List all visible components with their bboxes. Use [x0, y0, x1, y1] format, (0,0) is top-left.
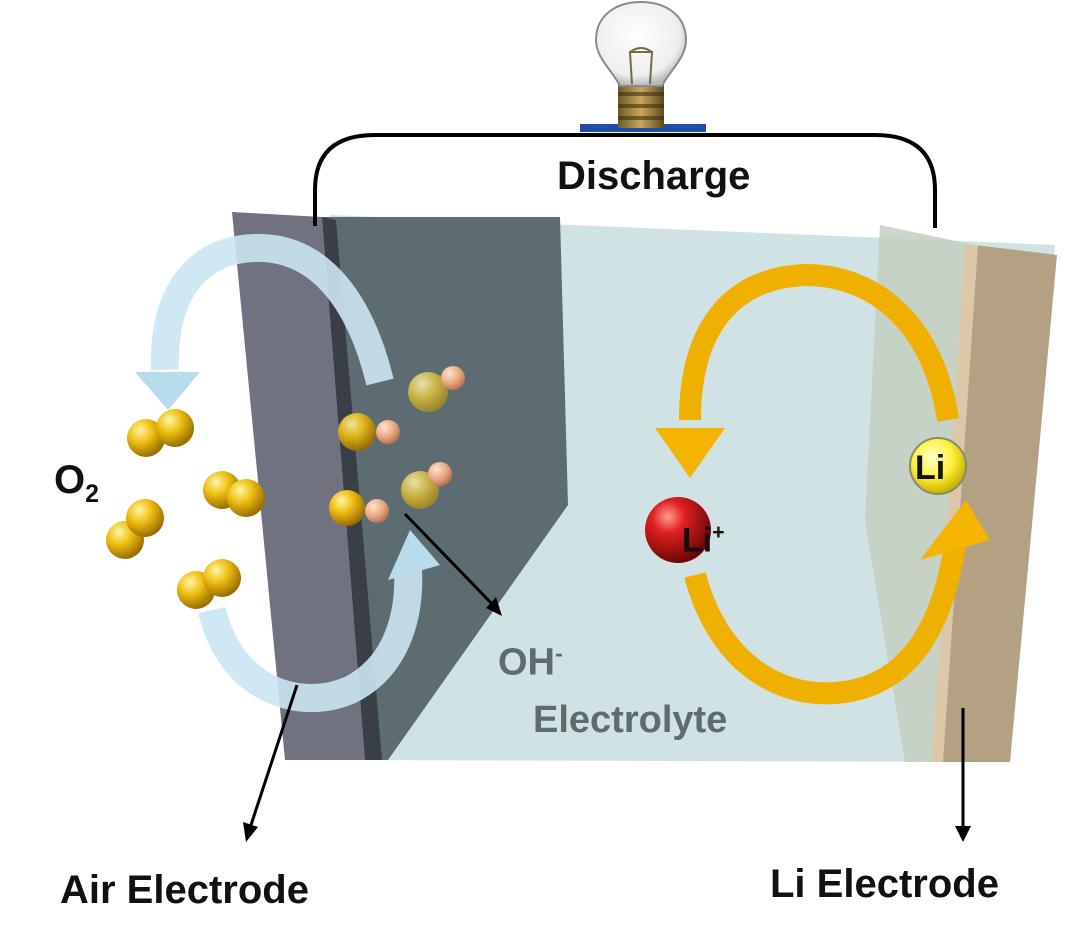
li-electrode-pointer-head [955, 826, 971, 842]
hydroxide-label-superscript: - [555, 640, 563, 666]
lithium-cycle-arrowhead-top [655, 428, 725, 478]
hydroxide-pointer-head [486, 597, 502, 616]
hydroxide-molecule [338, 413, 400, 451]
oxygen-cycle-arrow-top [150, 233, 394, 386]
oxygen-molecule [106, 499, 164, 559]
hydroxide-label-text: OH [498, 641, 555, 684]
li-electrode-label: Li Electrode [770, 862, 999, 906]
air-electrode-label: Air Electrode [60, 868, 309, 912]
air-electrode-edge [322, 217, 382, 760]
lithium-cycle-arrow-top [679, 263, 959, 422]
lithium-ion-label: Li+ [682, 522, 725, 557]
oxygen-cycle-arrowhead-bottom [388, 530, 440, 580]
lithium-cycle-arrowhead-bottom [920, 500, 990, 560]
oxygen-label: O2 [54, 460, 99, 508]
hydroxide-pointer-line [403, 512, 496, 608]
electrolyte-label: Electrolyte [533, 699, 728, 741]
air-electrode-pointer-line [248, 684, 299, 829]
air-electrode [232, 212, 365, 760]
hydroxide-molecule [401, 462, 452, 509]
oxygen-label-subscript: 2 [85, 481, 99, 508]
hydroxide-molecule [408, 366, 465, 412]
oxygen-cycle-arrowhead-top [135, 372, 200, 410]
lithium-atom-label: Li [915, 449, 946, 487]
oxygen-label-text: O [54, 458, 86, 502]
lithium-cycle-arrow-bottom [684, 543, 966, 705]
hydroxide-molecule [329, 490, 389, 526]
oxygen-molecule [177, 559, 241, 609]
lithium-atom [909, 437, 967, 495]
lithium-ion-label-superscript: + [712, 521, 725, 544]
lithium-ion-label-text: Li [682, 521, 713, 560]
li-electrode-edge [932, 245, 978, 762]
lithium-ion [645, 497, 711, 563]
light-bulb-icon [580, 0, 706, 132]
hydroxide-label: OH- [498, 640, 563, 684]
air-electrode-pointer-head [243, 822, 258, 842]
oxygen-molecule [127, 409, 194, 457]
discharge-label: Discharge [557, 154, 751, 198]
circuit-wire [313, 133, 937, 228]
oxygen-molecule [203, 471, 265, 517]
oxygen-cycle-arrow-bottom [198, 569, 423, 712]
